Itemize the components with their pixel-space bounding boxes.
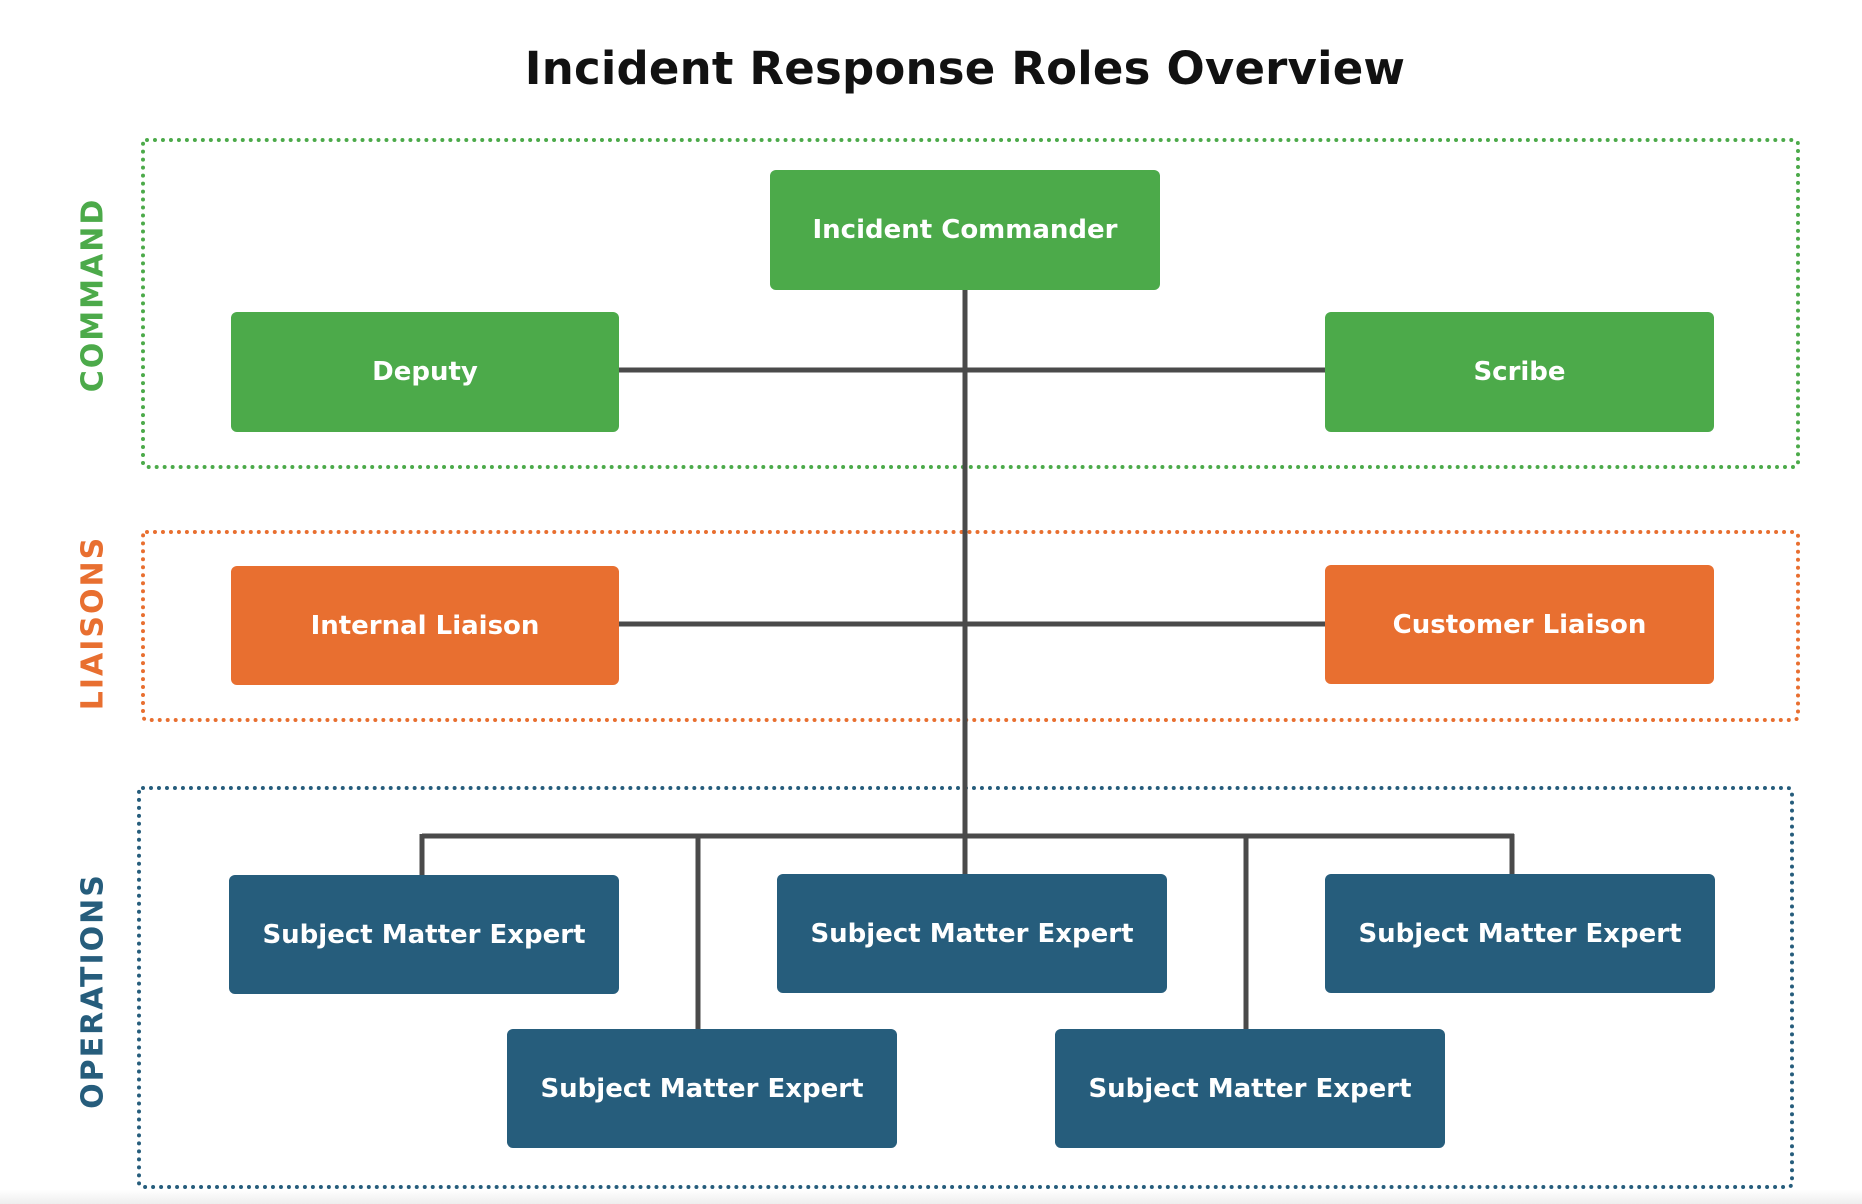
node-internal-liaison[interactable]: Internal Liaison (231, 566, 619, 685)
bottom-edge-shade (0, 1190, 1862, 1204)
node-customer-liaison-label: Customer Liaison (1392, 609, 1647, 640)
node-subject-matter-expert-5-label: Subject Matter Expert (1088, 1073, 1412, 1104)
node-deputy[interactable]: Deputy (231, 312, 619, 432)
node-subject-matter-expert-4-label: Subject Matter Expert (540, 1073, 864, 1104)
node-subject-matter-expert-4[interactable]: Subject Matter Expert (507, 1029, 897, 1148)
node-subject-matter-expert-2-label: Subject Matter Expert (810, 918, 1134, 949)
node-incident-commander-label: Incident Commander (812, 215, 1118, 245)
node-customer-liaison[interactable]: Customer Liaison (1325, 565, 1714, 684)
node-subject-matter-expert-5[interactable]: Subject Matter Expert (1055, 1029, 1445, 1148)
node-subject-matter-expert-1[interactable]: Subject Matter Expert (229, 875, 619, 994)
node-subject-matter-expert-2[interactable]: Subject Matter Expert (777, 874, 1167, 993)
node-deputy-label: Deputy (372, 357, 478, 387)
liaisons-group-frame (141, 530, 1800, 722)
node-subject-matter-expert-1-label: Subject Matter Expert (262, 919, 586, 950)
node-incident-commander[interactable]: Incident Commander (770, 170, 1160, 290)
node-scribe-label: Scribe (1473, 357, 1566, 387)
command-group-frame (141, 138, 1800, 469)
node-subject-matter-expert-3[interactable]: Subject Matter Expert (1325, 874, 1715, 993)
diagram-title: Incident Response Roles Overview (524, 42, 1406, 95)
node-internal-liaison-label: Internal Liaison (310, 610, 540, 641)
node-subject-matter-expert-3-label: Subject Matter Expert (1358, 918, 1682, 949)
node-scribe[interactable]: Scribe (1325, 312, 1714, 432)
